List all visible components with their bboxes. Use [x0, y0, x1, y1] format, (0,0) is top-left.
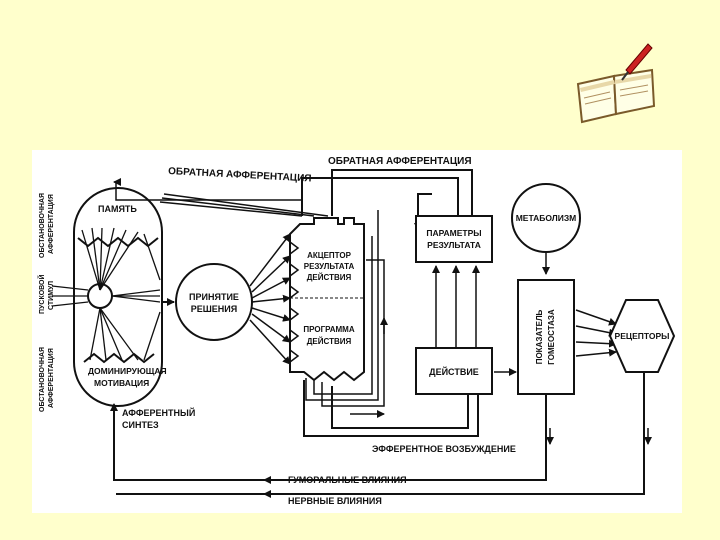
afferent-synthesis-capsule: [73, 187, 163, 407]
bottom-feedback-lines: [110, 372, 652, 498]
feedback-loop-left: [113, 178, 329, 217]
memory-zigzag: [77, 236, 159, 248]
book-icon: [576, 43, 656, 124]
homeostasis-box: [517, 279, 575, 395]
action-box: [415, 347, 493, 395]
receptors-label: РЕЦЕПТОРЫ: [615, 331, 670, 341]
efferent-label: ЭФФЕРЕНТНОЕ ВОЗБУЖДЕНИЕ: [372, 444, 516, 454]
motivation-zigzag: [83, 352, 155, 364]
acceptor-label-3: ДЕЙСТВИЯ: [307, 273, 352, 282]
dominant-motivation-label-2: МОТИВАЦИЯ: [94, 378, 149, 388]
result-parameters-box: [415, 215, 493, 263]
humoral-label: ГУМОРАЛЬНЫЕ ВЛИЯНИЯ: [288, 475, 407, 485]
decision-label-1: ПРИНЯТИЕ: [189, 292, 239, 302]
situational-top-label-2: АФФЕРЕНТАЦИЯ: [48, 194, 55, 254]
situational-top-label-1: ОБСТАНОВОЧНАЯ: [39, 193, 46, 258]
homeostasis-label-1: ПОКАЗАТЕЛЬ: [535, 309, 544, 364]
homeostasis-label-2: ГОМЕОСТАЗА: [547, 309, 556, 365]
afferent-synthesis-label-1: АФФЕРЕНТНЫЙ: [122, 407, 195, 418]
functional-system-diagram: ОБРАТНАЯ АФФЕРЕНТАЦИЯ ОБРАТНАЯ АФФЕРЕНТА…: [32, 150, 682, 513]
memory-label: ПАМЯТЬ: [98, 204, 137, 214]
result-parameters-label-2: РЕЗУЛЬТАТА: [427, 240, 481, 250]
receptors-hexagon: [608, 299, 676, 373]
trigger-label-2: СТИМУЛ: [48, 281, 55, 310]
action-to-params-arrows: [432, 265, 517, 376]
dominant-motivation-label-1: ДОМИНИРУЮЩАЯ: [88, 366, 167, 376]
metabolism-label: МЕТАБОЛИЗМ: [516, 213, 577, 223]
afferent-synthesis-label-2: СИНТЕЗ: [122, 420, 159, 430]
acceptor-label-1: АКЦЕПТОР: [307, 251, 352, 260]
situational-bottom-label-2: АФФЕРЕНТАЦИЯ: [48, 348, 55, 408]
internal-loops: [305, 210, 388, 418]
decision-label-2: РЕШЕНИЯ: [191, 304, 238, 314]
action-label: ДЕЙСТВИЕ: [429, 366, 479, 377]
program-label-1: ПРОГРАММА: [303, 325, 354, 334]
trigger-label-1: ПУСКОВОЙ: [37, 274, 46, 314]
convergence-lines: [51, 227, 161, 361]
decision-circle: [175, 263, 253, 341]
acceptor-program-block: [289, 217, 365, 382]
efferent-loop: [303, 380, 479, 437]
feedback-top-label: ОБРАТНАЯ АФФЕРЕНТАЦИЯ: [328, 156, 472, 167]
homeostasis-to-receptors-arrows: [575, 309, 617, 357]
acceptor-label-2: РЕЗУЛЬТАТА: [304, 262, 355, 271]
feedback-left-label: ОБРАТНАЯ АФФЕРЕНТАЦИЯ: [168, 166, 312, 184]
program-label-2: ДЕЙСТВИЯ: [307, 337, 352, 346]
decision-fan-arrows: [249, 233, 291, 365]
result-parameters-label-1: ПАРАМЕТРЫ: [426, 228, 481, 238]
situational-bottom-label-1: ОБСТАНОВОЧНАЯ: [39, 347, 46, 412]
nervous-label: НЕРВНЫЕ ВЛИЯНИЯ: [288, 496, 382, 506]
